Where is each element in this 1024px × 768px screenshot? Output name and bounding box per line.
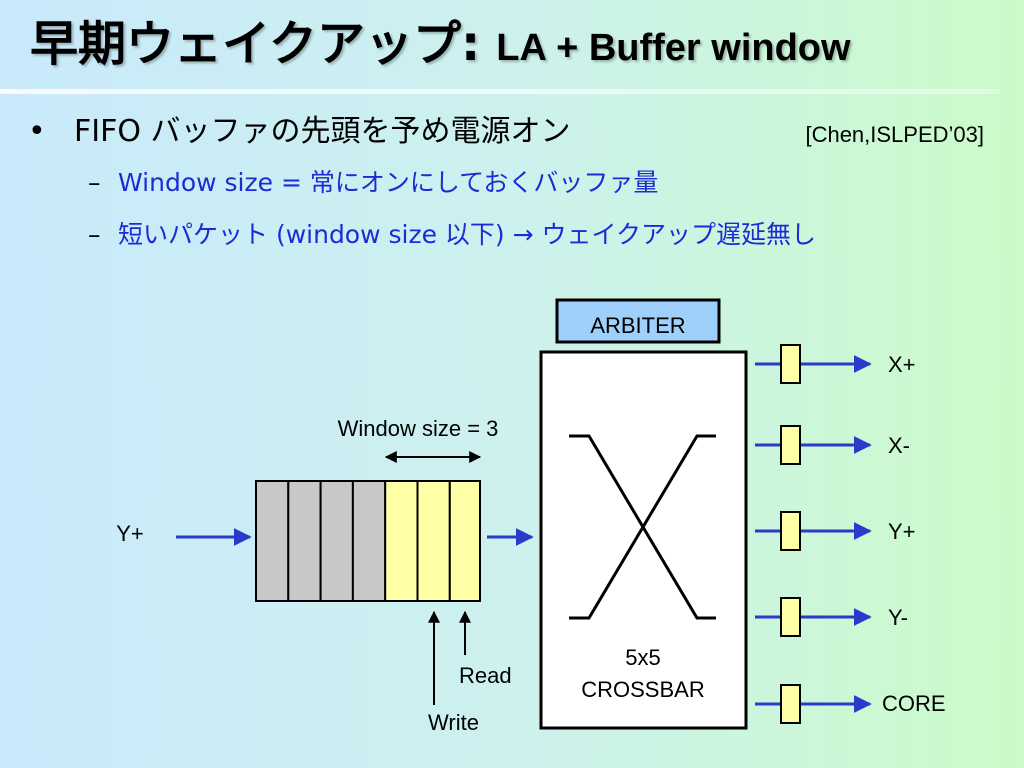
title-japanese: 早期ウェイクアップ:: [30, 16, 481, 72]
output-label: Y-: [888, 605, 908, 630]
sub-bullet-dash: –: [88, 168, 101, 197]
arbiter-box: [555, 298, 721, 344]
output-latch: [780, 684, 801, 724]
output-label: X-: [888, 433, 910, 458]
citation: [Chen,ISLPED’03]: [805, 122, 984, 147]
buffer-slot-window: [448, 480, 481, 602]
sub-bullet-short-packet: –短いパケット (window size 以下) → ウェイクアップ遅延無し: [88, 217, 816, 253]
crossbar-size-label: 5x5: [625, 645, 660, 670]
output-latch: [780, 344, 801, 384]
buffer-slot-off: [351, 480, 387, 602]
crossbar-name-label: CROSSBAR: [581, 677, 704, 702]
output-port-y-plus: Y+: [755, 511, 916, 551]
main-bullet: • FIFO バッファの先頭を予め電源オン: [28, 112, 571, 152]
output-port-x-plus: X+: [755, 344, 916, 384]
sub-bullet-text: 短いパケット (window size 以下) → ウェイクアップ遅延無し: [118, 220, 817, 249]
output-port-core: CORE: [755, 684, 946, 724]
main-bullet-text: FIFO バッファの先頭を予め電源オン: [74, 114, 571, 149]
output-label: X+: [888, 352, 916, 377]
sub-bullet-window-size: –Window size = 常にオンにしておくバッファ量: [88, 165, 658, 201]
slide-title: 早期ウェイクアップ: LA + Buffer window: [30, 14, 851, 78]
input-port-label: Y+: [116, 521, 144, 546]
arbiter-label: ARBITER: [590, 313, 685, 338]
output-latch: [780, 511, 801, 551]
output-port-x-minus: X-: [755, 425, 910, 465]
buffer-slot-off: [319, 480, 354, 602]
window-size-label: Window size = 3: [338, 416, 499, 441]
crossbar-box: [539, 350, 748, 730]
buffer-slot-off: [255, 480, 290, 602]
read-label: Read: [459, 663, 512, 688]
title-english: LA + Buffer window: [496, 27, 851, 69]
bullet-marker: •: [28, 114, 46, 149]
buffer-slot-window: [416, 480, 451, 602]
title-underline: [0, 89, 1000, 94]
output-label: Y+: [888, 519, 916, 544]
buffer-slot-window: [384, 480, 419, 602]
crossbar-x-symbol: [569, 434, 716, 620]
sub-bullet-dash: –: [88, 220, 101, 249]
fifo-buffer: [255, 480, 481, 602]
buffer-slot-off: [287, 480, 322, 602]
output-latch: [780, 597, 801, 637]
write-label: Write: [428, 710, 479, 735]
output-latch: [780, 425, 801, 465]
output-port-y-minus: Y-: [755, 597, 908, 637]
output-label: CORE: [882, 691, 946, 716]
sub-bullet-text: Window size = 常にオンにしておくバッファ量: [118, 168, 659, 197]
